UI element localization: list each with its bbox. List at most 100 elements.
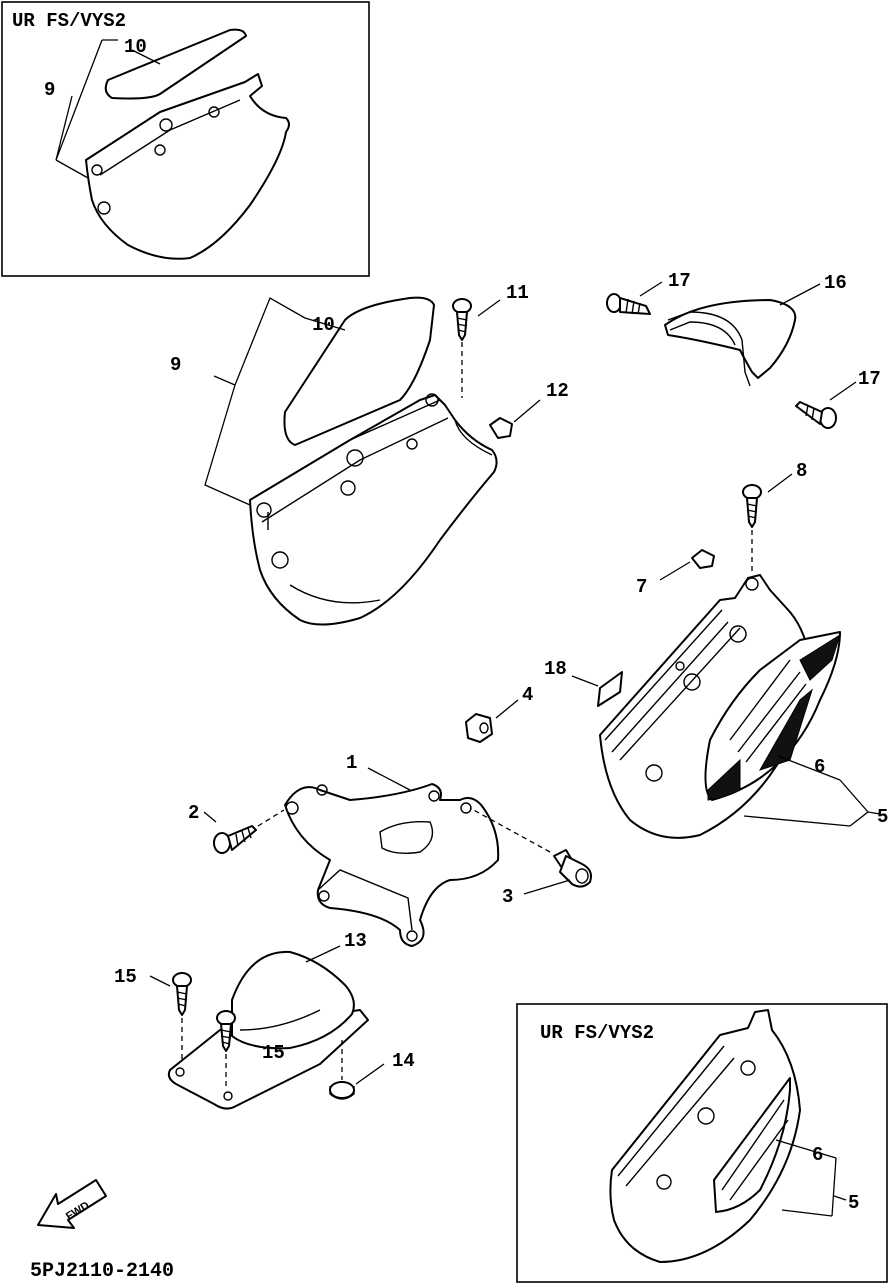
grommet xyxy=(656,1174,672,1190)
cover-flange xyxy=(604,609,741,761)
clip-nut xyxy=(691,549,715,569)
leader-line xyxy=(639,281,663,297)
callout-9: 9 xyxy=(44,79,55,101)
callout-13: 13 xyxy=(344,930,367,952)
screw-head xyxy=(742,484,762,500)
inset-top-left: UR FS/VYS2 10 9 xyxy=(1,1,370,277)
callout-15: 15 xyxy=(262,1042,285,1064)
leader-line xyxy=(659,561,691,581)
callout-12: 12 xyxy=(546,380,569,402)
leader-line xyxy=(367,767,411,791)
bolt-hole xyxy=(406,930,418,942)
cowl-part xyxy=(284,783,500,947)
screw-thread xyxy=(235,827,252,847)
callout-6: 6 xyxy=(812,1144,823,1166)
nut-4: 4 xyxy=(465,684,533,743)
inset-frame xyxy=(1,1,370,277)
grommet xyxy=(683,673,701,691)
decal-lettering xyxy=(729,659,807,763)
side-cover-5: 6 5 xyxy=(599,574,888,839)
screw-thread xyxy=(220,1029,232,1045)
bolt-hole xyxy=(159,118,173,132)
center-line xyxy=(469,807,551,853)
grommet xyxy=(697,1107,715,1125)
bolt-hole xyxy=(223,1091,233,1101)
bolt-hole xyxy=(318,890,330,902)
decal-lettering xyxy=(721,1099,789,1201)
bracket-edge xyxy=(667,311,751,387)
bolt-hole xyxy=(285,801,299,815)
cowl-vent xyxy=(379,821,434,855)
bolt-hole xyxy=(91,164,103,176)
grommet xyxy=(740,1060,756,1076)
bolt-head xyxy=(559,855,592,888)
leader-line xyxy=(743,755,881,827)
inset-bottom-right: UR FS/VYS2 6 5 xyxy=(516,1003,888,1283)
inset-title: UR FS/VYS2 xyxy=(540,1022,654,1044)
leader-line xyxy=(204,297,346,506)
callout-9: 9 xyxy=(170,354,181,376)
cowl-13: 13 xyxy=(167,930,369,1110)
callout-5: 5 xyxy=(877,806,888,828)
screw-thread xyxy=(456,317,468,333)
grommet xyxy=(346,449,364,467)
cover-edge xyxy=(454,419,493,456)
label-18: 18 xyxy=(544,658,623,707)
screw-head xyxy=(452,298,472,314)
callout-8: 8 xyxy=(796,460,807,482)
drawing-code: 5PJ2110-2140 xyxy=(30,1260,174,1283)
screw-head xyxy=(172,972,192,988)
screw-15-right: 15 xyxy=(216,1010,285,1090)
bracket-edge xyxy=(669,321,736,346)
callout-18: 18 xyxy=(544,658,567,680)
collar-nut xyxy=(465,713,493,743)
cover-part xyxy=(85,73,290,260)
bolt-hole xyxy=(175,1067,185,1077)
cowl-edge xyxy=(239,1009,321,1031)
leader-line xyxy=(305,945,341,963)
leader-line xyxy=(829,381,857,401)
callout-5: 5 xyxy=(848,1192,859,1214)
cover-flange xyxy=(617,1045,735,1187)
bolt-hole xyxy=(425,393,439,407)
callout-6: 6 xyxy=(814,756,825,778)
grommet xyxy=(340,480,356,496)
callout-17: 17 xyxy=(668,270,691,292)
inset-title: UR FS/VYS2 xyxy=(12,10,126,32)
bolt-hole xyxy=(208,106,220,118)
damper-edge xyxy=(329,1086,355,1100)
screw-shank xyxy=(227,825,257,851)
callout-17: 17 xyxy=(858,368,881,390)
leader-line xyxy=(477,299,501,317)
bolt-3: 3 xyxy=(469,807,592,908)
cowl-shell xyxy=(231,950,355,1050)
damper-14: 14 xyxy=(329,1040,415,1100)
callout-15: 15 xyxy=(114,966,137,988)
leader-line xyxy=(203,811,217,823)
bolt-hole xyxy=(428,790,440,802)
decal-stripe xyxy=(707,758,741,801)
nut-7: 7 xyxy=(636,549,715,598)
leader-line xyxy=(55,39,118,179)
forward-arrow-icon: FWD xyxy=(37,1179,107,1229)
bolt-face xyxy=(575,868,589,884)
lens-part xyxy=(283,296,435,446)
cover-edge xyxy=(289,584,381,604)
lower-cowl-1: 1 xyxy=(284,752,500,947)
leader-line xyxy=(495,699,519,719)
grommet xyxy=(745,577,759,591)
leader-line xyxy=(355,1063,385,1085)
callout-10: 10 xyxy=(312,314,335,336)
cover-part xyxy=(249,394,498,626)
leader-line xyxy=(213,375,236,386)
screw-head xyxy=(819,407,837,429)
screw-thread xyxy=(805,404,815,421)
leader-line xyxy=(149,975,171,987)
callout-1: 1 xyxy=(346,752,357,774)
leader-line xyxy=(131,49,161,65)
callout-4: 4 xyxy=(522,684,533,706)
grommet xyxy=(729,625,747,643)
callout-10: 10 xyxy=(124,36,147,58)
leader-line xyxy=(779,283,821,306)
